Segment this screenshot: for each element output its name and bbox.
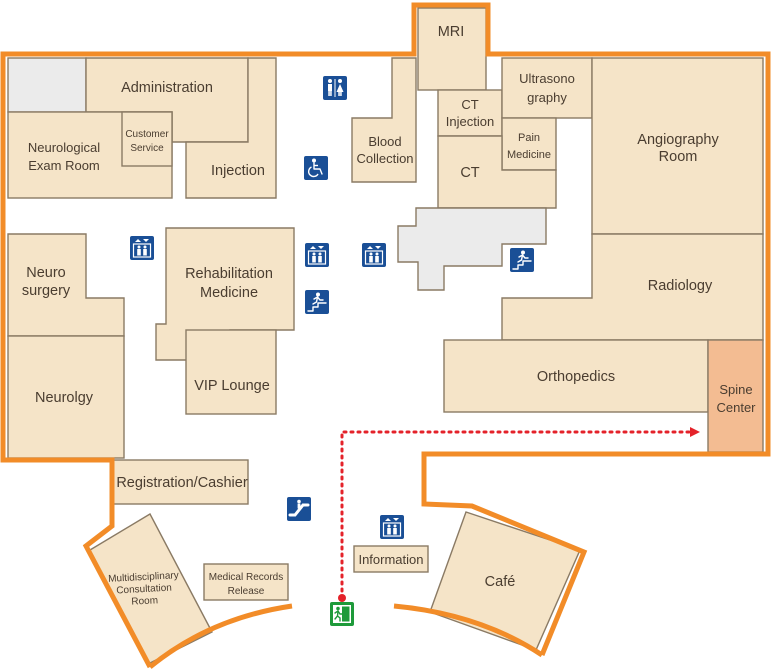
label-neurology: Neurolgy: [35, 390, 94, 406]
room-medical-records[interactable]: [203, 563, 289, 601]
room-unlabeled-corner: [7, 57, 87, 113]
label-neurosurgery-2: surgery: [22, 283, 71, 299]
wall-entrance-left-arc: [148, 603, 293, 669]
room-neurology[interactable]: [7, 335, 125, 459]
label-spine-center-2: Center: [716, 400, 756, 415]
label-multidisciplinary-group: Multidisciplinary Consultation Room: [108, 570, 179, 607]
route: [338, 427, 700, 602]
label-angiography-1: Angiography: [637, 132, 719, 148]
label-neurological-exam-1: Neurological: [28, 140, 100, 155]
room-spine-center[interactable]: [707, 339, 764, 453]
elevator-icon[interactable]: [361, 242, 387, 268]
wheelchair-icon[interactable]: [303, 155, 329, 181]
label-ct-injection-1: CT: [461, 97, 478, 112]
room-radiology[interactable]: [501, 233, 764, 341]
label-ct-injection-2: Injection: [446, 114, 494, 129]
room-information[interactable]: [353, 545, 429, 573]
room-pain-medicine[interactable]: [501, 117, 557, 171]
route-start-dot: [338, 594, 346, 602]
label-angiography-2: Room: [659, 149, 698, 165]
label-pain-medicine-2: Medicine: [507, 149, 551, 161]
label-pain-medicine-1: Pain: [518, 132, 540, 144]
emergency-exit-icon[interactable]: [329, 601, 355, 627]
label-mri: MRI: [438, 24, 465, 40]
label-orthopedics: Orthopedics: [537, 369, 615, 385]
room-labels: MRI Administration Ultrasono graphy CT I…: [22, 24, 756, 608]
route-path: [340, 430, 696, 600]
label-customer-service-2: Service: [130, 143, 164, 154]
label-vip-lounge: VIP Lounge: [194, 378, 270, 394]
route-arrow: [690, 427, 700, 437]
wall-cafe-right: [421, 451, 708, 656]
room-orthopedics[interactable]: [443, 339, 709, 413]
room-mri[interactable]: [417, 7, 487, 91]
room-registration[interactable]: [111, 459, 249, 505]
label-medical-records-2: Release: [228, 586, 265, 597]
label-administration: Administration: [121, 80, 213, 96]
room-ct-injection[interactable]: [437, 89, 503, 137]
label-ct: CT: [460, 165, 479, 181]
label-ultrasonography-1: Ultrasono: [519, 71, 575, 86]
room-customer-service[interactable]: [121, 111, 173, 167]
label-registration: Registration/Cashier: [116, 475, 248, 491]
label-multidisciplinary-3: Room: [131, 595, 158, 607]
label-rehabilitation-1: Rehabilitation: [185, 266, 273, 282]
label-injection: Injection: [211, 163, 265, 179]
label-information: Information: [358, 552, 423, 567]
stairs-icon[interactable]: [304, 289, 330, 315]
wall-entrance-right-arc: [393, 603, 544, 658]
label-blood-collection-1: Blood: [368, 134, 401, 149]
label-rehabilitation-2: Medicine: [200, 285, 258, 301]
label-cafe: Café: [485, 574, 516, 590]
stairs-icon[interactable]: [509, 247, 535, 273]
label-blood-collection-2: Collection: [356, 151, 413, 166]
label-neurological-exam-2: Exam Room: [28, 158, 100, 173]
restroom-icon[interactable]: [322, 75, 348, 101]
elevator-icon[interactable]: [129, 235, 155, 261]
room-angiography[interactable]: [591, 57, 764, 235]
room-unlabeled-service: [397, 207, 547, 291]
room-vip-lounge[interactable]: [185, 329, 277, 415]
rooms: [7, 7, 764, 665]
label-ultrasonography-2: graphy: [527, 90, 567, 105]
label-medical-records-1: Medical Records: [209, 572, 283, 583]
label-spine-center-1: Spine: [719, 382, 752, 397]
label-multidisciplinary-1: Multidisciplinary: [108, 570, 179, 585]
label-neurosurgery-1: Neuro: [26, 265, 66, 281]
label-multidisciplinary-2: Consultation: [116, 583, 172, 597]
escalator-icon[interactable]: [285, 495, 313, 523]
elevator-icon[interactable]: [304, 242, 330, 268]
elevator-icon[interactable]: [379, 514, 405, 540]
room-injection[interactable]: [185, 57, 277, 199]
label-radiology: Radiology: [648, 278, 713, 294]
label-customer-service-1: Customer: [125, 129, 169, 140]
room-ultrasonography[interactable]: [501, 57, 593, 119]
room-blood-collection[interactable]: [351, 57, 417, 183]
